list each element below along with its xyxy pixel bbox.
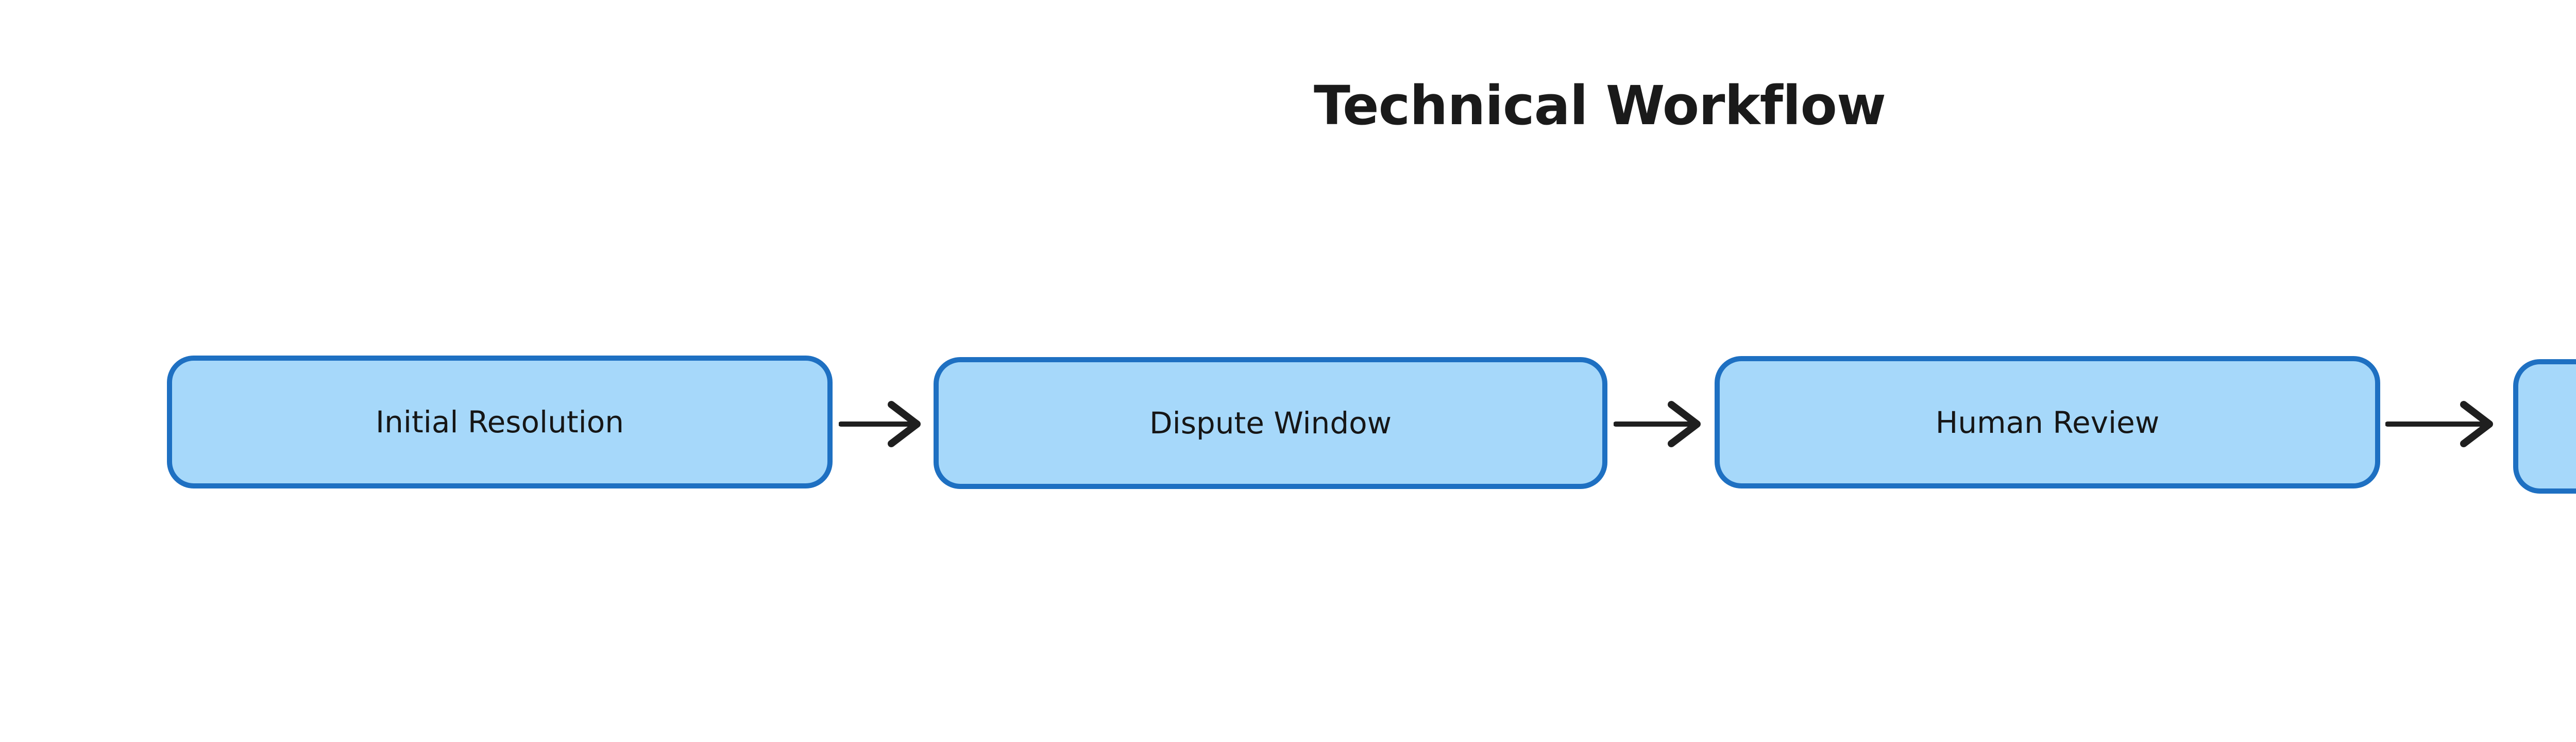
flow-arrow-right-icon [839,401,921,447]
node-dispute-window: Dispute Window [934,357,1607,489]
flow-arrow-right-icon [1614,401,1701,447]
node-human-review: Human Review [1715,356,2380,488]
node-label: Initial Resolution [376,404,624,440]
node-label: Human Review [1935,404,2160,440]
node-finalization: Finalization [2513,359,2576,494]
flow-arrow-right-icon [2385,401,2493,447]
diagram-title: Technical Workflow [1313,74,1886,137]
node-label: Dispute Window [1149,406,1392,441]
node-initial-resolution: Initial Resolution [167,356,833,488]
